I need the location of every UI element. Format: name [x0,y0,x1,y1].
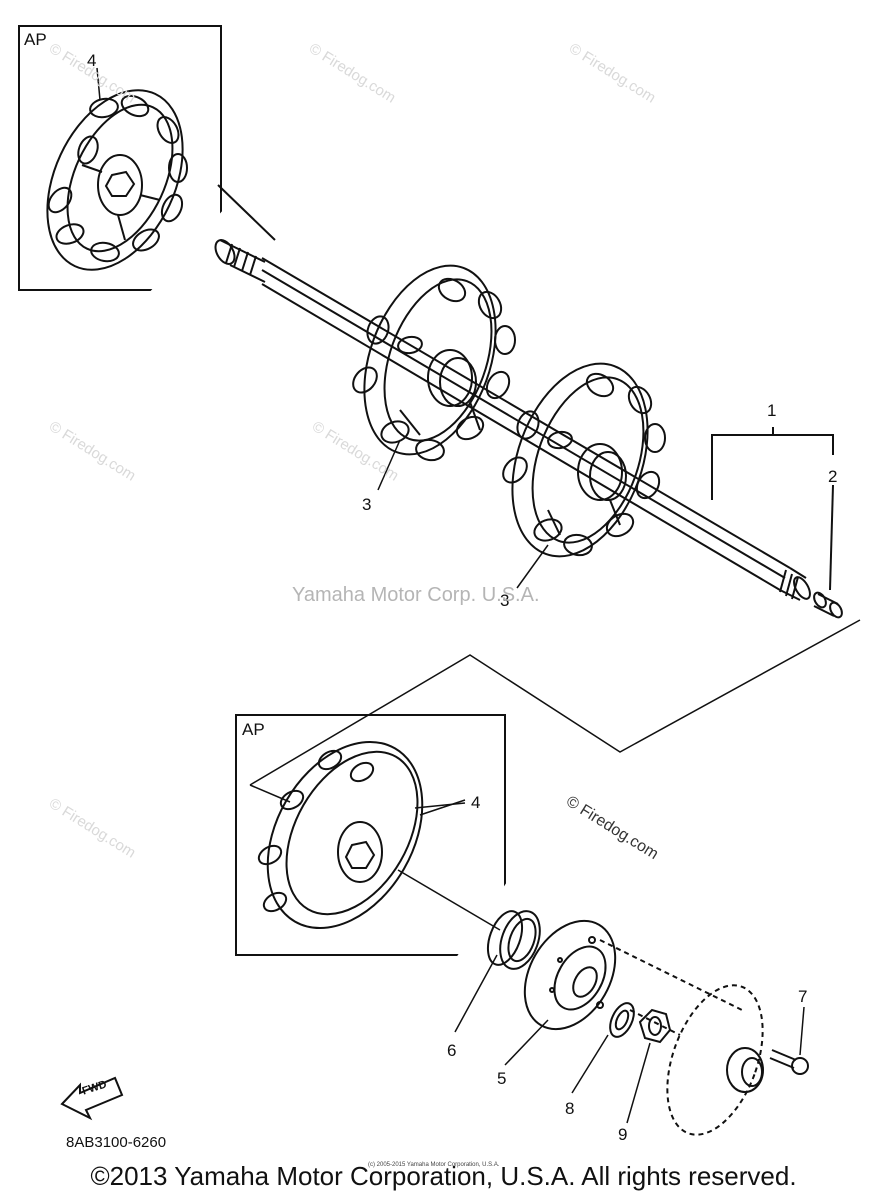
callout-9: 9 [618,1125,628,1144]
callout-4-top: 4 [87,51,97,70]
callout-1: 1 [767,401,777,420]
sprocket-left [352,264,516,462]
inset-sprocket-bottom [249,740,501,931]
inset-label-top: AP [24,30,47,49]
callout-5: 5 [497,1069,507,1088]
inset-frame-bottom [235,714,506,956]
center-watermark: Yamaha Motor Corp. U.S.A. [292,584,540,606]
callout-8: 8 [565,1099,575,1118]
sprocket-right [502,362,666,558]
callout-3-left: 3 [362,495,372,514]
inset-frame-top [18,25,222,291]
callout-6: 6 [447,1041,457,1060]
drive-shaft [214,239,811,601]
washer [609,1002,635,1038]
bolt [769,1049,809,1075]
callout-2: 2 [828,467,838,486]
callout-7: 7 [798,987,808,1006]
bearing [486,910,541,970]
diagram-part-code: 8AB3100-6260 [66,1134,167,1151]
callout-3-right: 3 [500,591,510,610]
copyright-footer: ©2013 Yamaha Motor Corporation, U.S.A. A… [90,1161,797,1191]
inset-sprocket-top [46,89,188,271]
inset-label-bottom: AP [242,720,265,739]
end-plug [813,591,843,619]
nut [638,1008,672,1044]
hub-cap [599,939,764,1136]
fine-print: (c) 2005-2015 Yamaha Motor Corporation, … [368,1162,500,1168]
callout-4-bottom: 4 [471,793,481,812]
fwd-arrow-icon [60,1076,124,1121]
flange-plate [523,919,617,1031]
hub-cap-center [726,1047,764,1093]
